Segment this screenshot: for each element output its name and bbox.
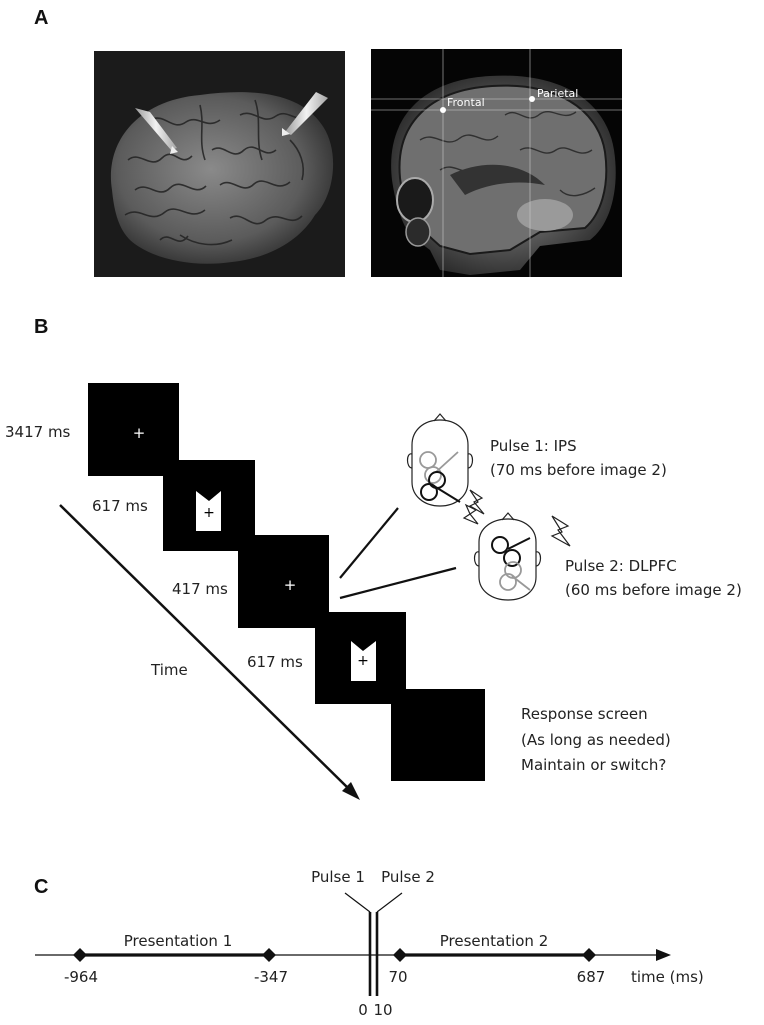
duration-screen-1: 3417 ms: [5, 423, 71, 441]
svg-text:+: +: [284, 576, 297, 594]
panel-a-label: A: [34, 7, 48, 29]
presentation1-label: Presentation 1: [124, 932, 233, 950]
mri-label-parietal: Parietal: [537, 87, 578, 100]
pulse1-line-1: Pulse 1: IPS: [490, 437, 577, 455]
pulse2-label: Pulse 2: [381, 868, 435, 886]
tick-label-0: 0: [358, 1001, 368, 1019]
presentation2-label: Presentation 2: [440, 932, 549, 950]
panel-b-label: B: [34, 316, 48, 338]
pulse2-line-1: Pulse 2: DLPFC: [565, 557, 677, 575]
duration-screen-2: 617 ms: [92, 497, 148, 515]
marker-70: [393, 948, 407, 962]
lightning-icon-2: [550, 515, 571, 547]
response-line-2: (As long as needed): [521, 731, 671, 749]
mri-sagittal-image: [371, 49, 622, 277]
pulse1-line-2: (70 ms before image 2): [490, 461, 667, 479]
svg-text:+: +: [133, 424, 146, 442]
stimulus-screen-4: +: [315, 612, 406, 704]
duration-screen-3: 417 ms: [172, 580, 228, 598]
tick-label-minus347: -347: [254, 968, 288, 986]
head-diagram-dlpfc: [473, 512, 542, 601]
timeline-arrowhead: [656, 949, 671, 961]
lightning-icon-1: [468, 489, 485, 515]
cue-shape-icon-2: [351, 641, 376, 681]
axis-label-time: time (ms): [631, 968, 704, 986]
marker-minus347: [262, 948, 276, 962]
response-line-1: Response screen: [521, 705, 648, 723]
response-screen: [391, 689, 485, 781]
pulse2-line-2: (60 ms before image 2): [565, 581, 742, 599]
cue-shape-icon: [196, 491, 221, 531]
brain-render-image: [94, 51, 345, 277]
time-arrow: [59, 504, 351, 791]
tick-label-10: 10: [373, 1001, 392, 1019]
duration-screen-4: 617 ms: [247, 653, 303, 671]
tick-label-70: 70: [388, 968, 407, 986]
marker-687: [582, 948, 596, 962]
svg-text:+: +: [357, 653, 369, 669]
pulse1-label: Pulse 1: [311, 868, 365, 886]
mri-label-frontal: Frontal: [447, 96, 485, 109]
pulse1-leader: [344, 892, 371, 913]
lightning-icon-1b: [462, 503, 479, 525]
pulse2-connector: [339, 566, 457, 600]
head-diagram-ips: [406, 413, 474, 507]
time-arrowhead: [342, 782, 360, 800]
pulse1-connector: [339, 507, 399, 579]
panel-c-label: C: [34, 876, 48, 898]
time-label: Time: [150, 661, 188, 679]
stimulus-screen-3: +: [238, 535, 329, 628]
marker-minus964: [73, 948, 87, 962]
tick-label-minus964: -964: [64, 968, 98, 986]
svg-text:+: +: [203, 505, 215, 521]
response-line-3: Maintain or switch?: [521, 756, 666, 774]
pulse2-leader: [376, 892, 403, 913]
tick-label-687: 687: [577, 968, 606, 986]
